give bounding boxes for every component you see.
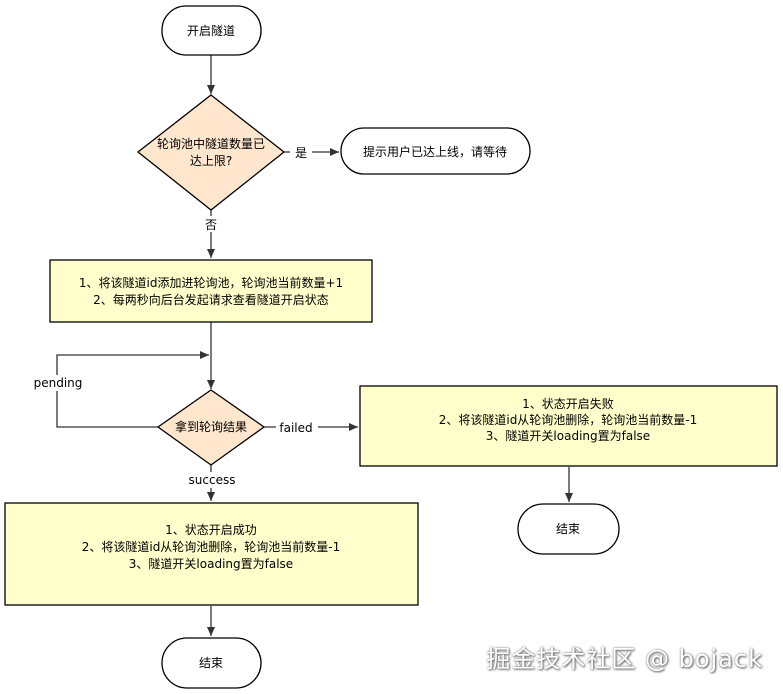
- add-to-poll-process: [49, 259, 373, 323]
- start-label: 开启隧道: [187, 23, 235, 38]
- success-line-1: 1、状态开启成功: [165, 523, 257, 537]
- watermark: 掘金技术社区 @ bojack: [486, 645, 763, 673]
- edge-label-success: success: [189, 473, 236, 487]
- edge-label-yes: 是: [295, 146, 307, 160]
- poll-result-label: 拿到轮询结果: [175, 419, 247, 434]
- failed-line-3: 3、隧道开关loading置为false: [486, 428, 650, 443]
- add-to-poll-line-1: 1、将该隧道id添加进轮询池，轮询池当前数量+1: [79, 275, 343, 290]
- end-failed-label: 结束: [556, 522, 580, 536]
- poll-result-decision: [156, 389, 266, 466]
- notify-user-terminal: [340, 127, 531, 175]
- failed-process: [359, 385, 778, 467]
- end-success-label: 结束: [199, 656, 223, 670]
- start-terminal: [161, 5, 262, 56]
- end-failed-terminal: [517, 503, 620, 555]
- notify-user-label: 提示用户已达上线，请等待: [363, 144, 507, 159]
- edge-label-no: 否: [205, 218, 217, 232]
- check-limit-line-2: 达上限?: [190, 154, 232, 168]
- add-to-poll-line-2: 2、每两秒向后台发起请求查看隧道开启状态: [93, 292, 329, 307]
- failed-line-1: 1、状态开启失败: [522, 396, 614, 411]
- success-line-3: 3、隧道开关loading置为false: [129, 556, 293, 571]
- end-success-terminal: [161, 637, 262, 689]
- check-limit-line-1: 轮询池中隧道数量已: [157, 136, 265, 151]
- edge-label-pending: pending: [34, 376, 83, 390]
- edge-label-failed: failed: [279, 421, 312, 435]
- success-line-2: 2、将该隧道id从轮询池删除，轮询池当前数量-1: [82, 539, 341, 554]
- failed-line-2: 2、将该隧道id从轮询池删除，轮询池当前数量-1: [439, 412, 698, 427]
- check-limit-decision: [136, 94, 286, 211]
- success-process: [4, 502, 419, 606]
